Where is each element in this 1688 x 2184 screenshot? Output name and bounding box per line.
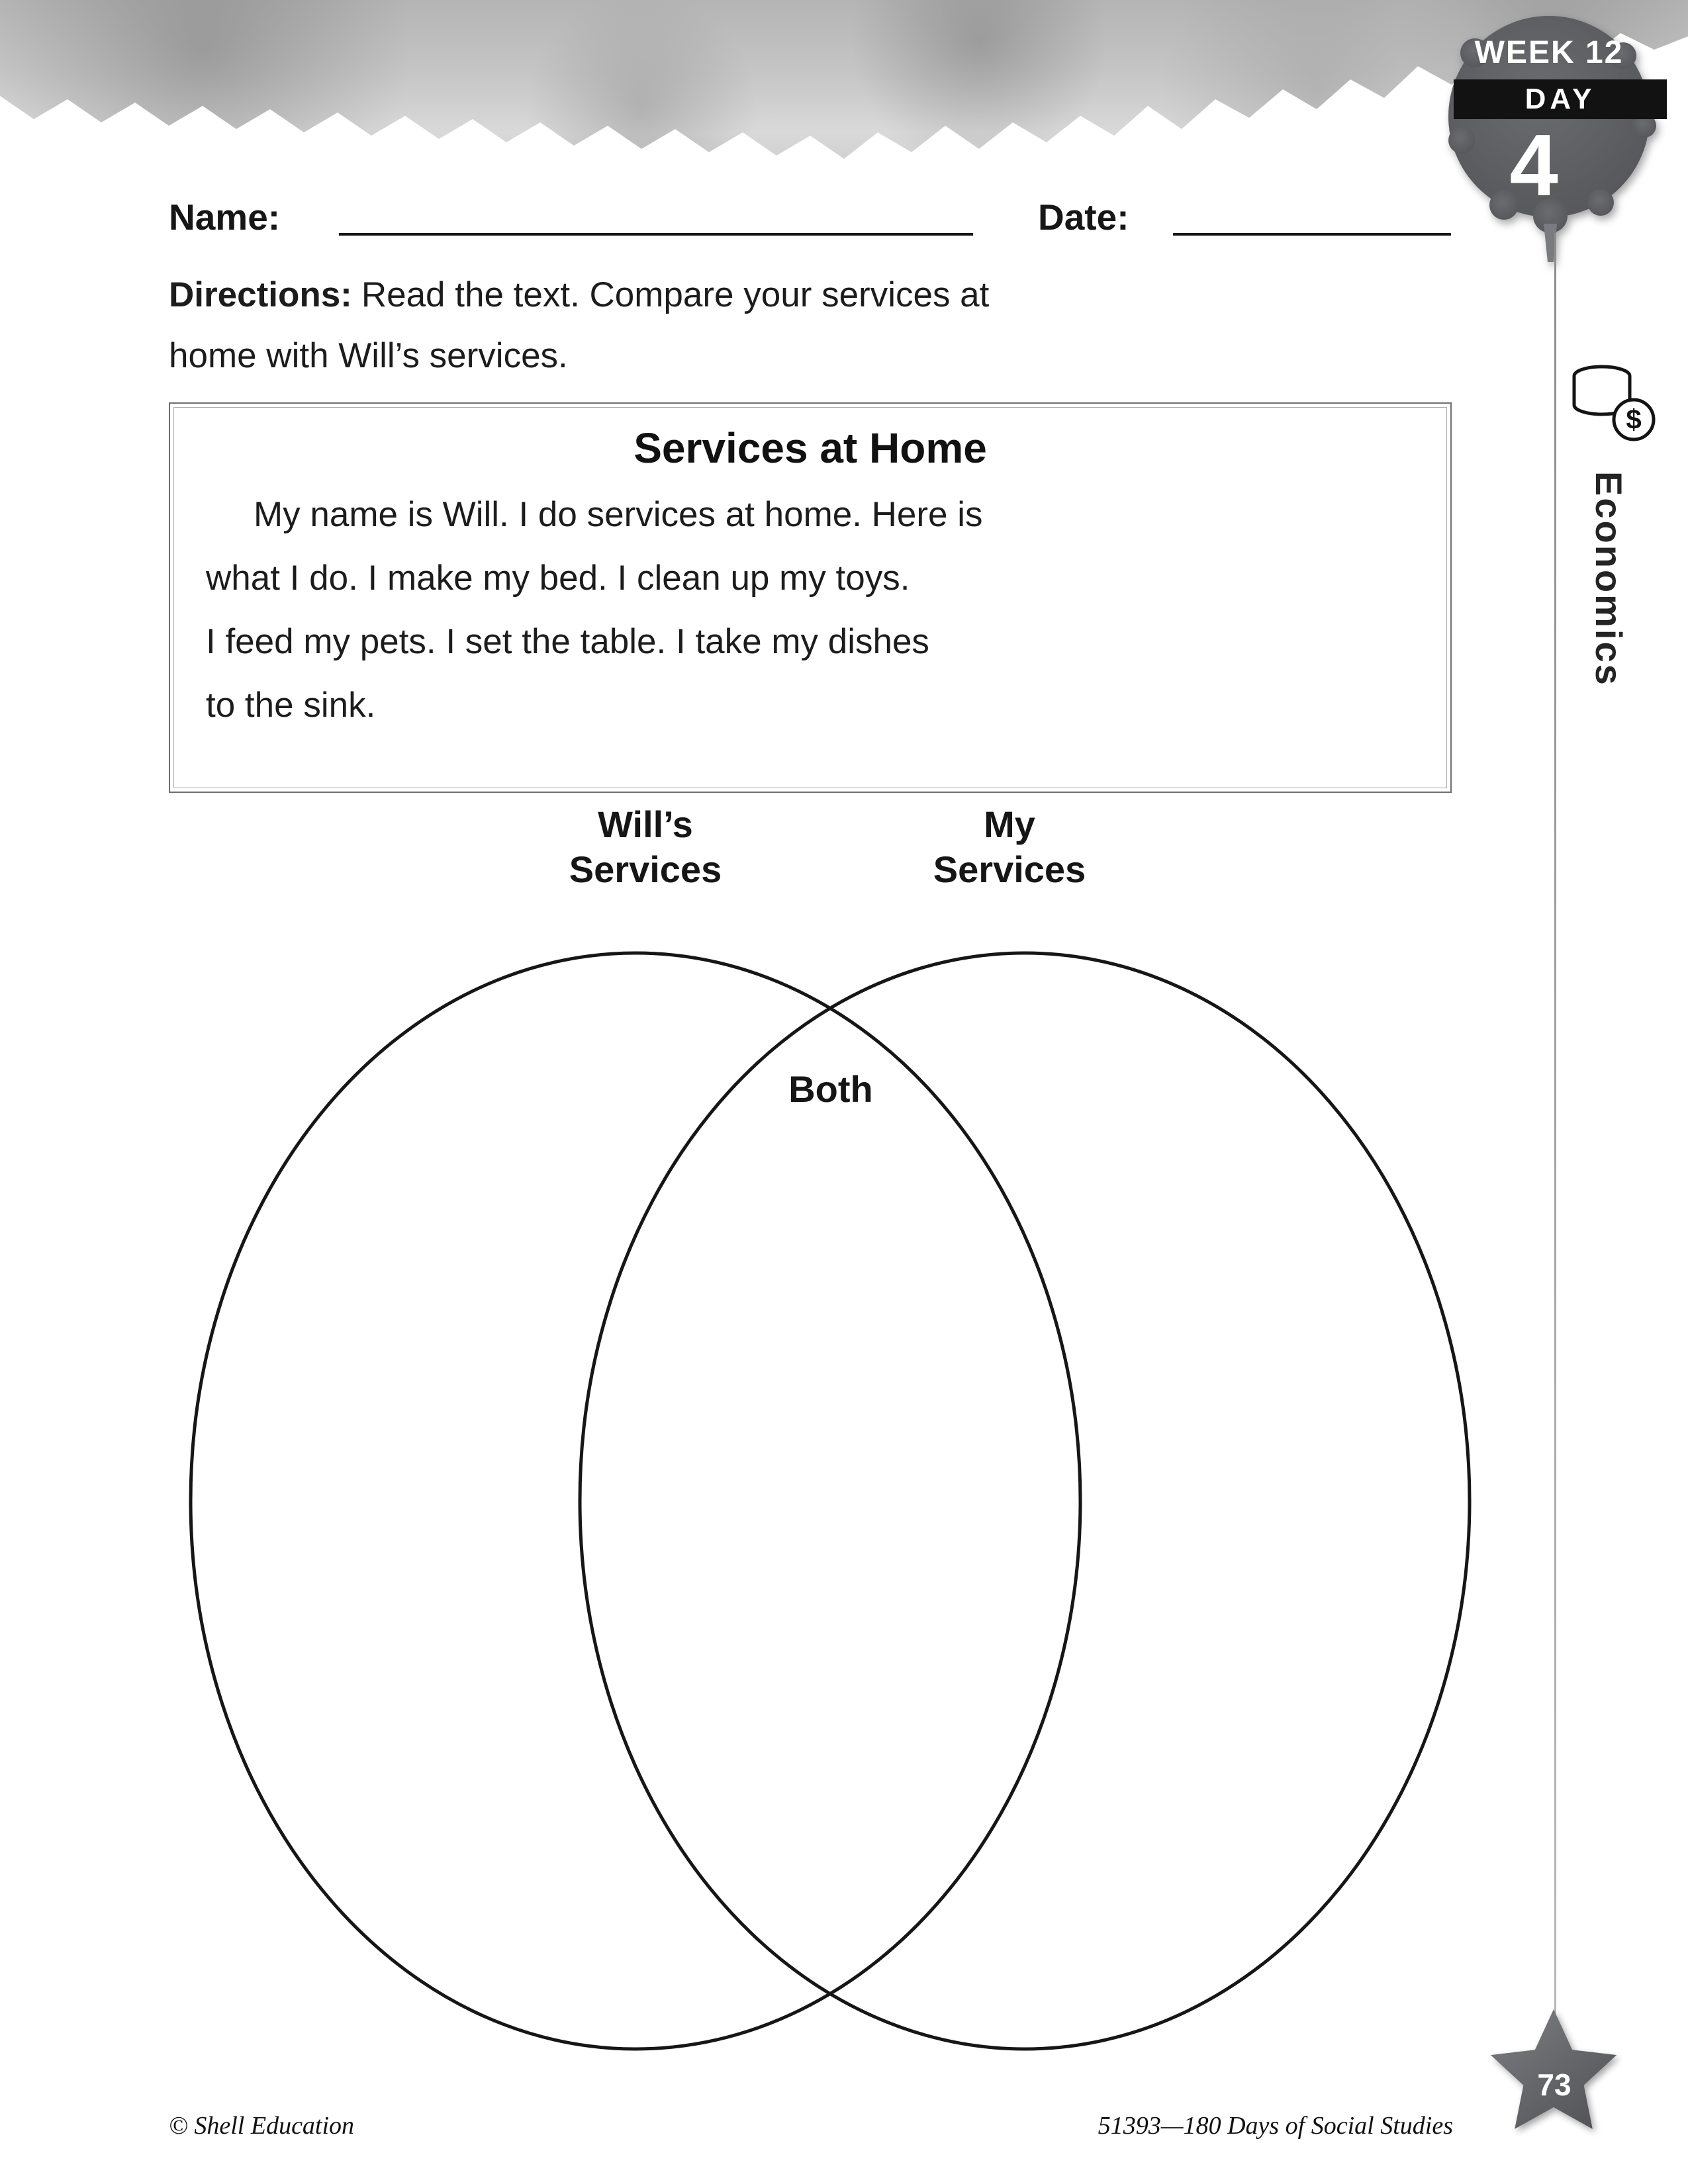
day-bar: DAY: [1454, 79, 1667, 119]
directions-label: Directions:: [169, 275, 352, 314]
dollar-sign: $: [1626, 404, 1641, 435]
venn-right-circle: [578, 951, 1472, 2051]
page-number: 73: [1537, 2068, 1571, 2102]
day-number: 4: [1509, 116, 1558, 214]
directions-line-1: Directions:Read the text. Compare your s…: [169, 265, 1453, 326]
date-blank-line: [1173, 196, 1451, 236]
directions: Directions:Read the text. Compare your s…: [169, 265, 1453, 387]
week-day-badge: WEEK 12 DAY 4: [1423, 5, 1675, 265]
venn-left-label-line2: Services: [569, 848, 722, 890]
footer-publisher: © Shell Education: [169, 2112, 355, 2140]
passage-line: My name is Will. I do services at home. …: [254, 495, 983, 534]
venn-right-label: My Services: [874, 802, 1145, 892]
venn-both-label: Both: [788, 1068, 873, 1110]
venn-diagram: [189, 951, 1472, 2051]
venn-right-label-line1: My: [984, 803, 1035, 845]
directions-text-2: home with Will’s services.: [169, 336, 568, 375]
footer-book-title: 51393—180 Days of Social Studies: [1098, 2112, 1453, 2140]
passage-title: Services at Home: [633, 424, 987, 472]
page-number-star: 73: [1484, 2003, 1624, 2144]
sidebar-vertical-line: [1554, 233, 1556, 2013]
passage-line: I feed my pets. I set the table. I take …: [206, 622, 929, 661]
venn-left-label: Will’s Services: [510, 802, 781, 892]
passage-line: to the sink.: [206, 686, 376, 725]
star-icon: 73: [1490, 2009, 1617, 2129]
venn-left-circle: [189, 951, 1082, 2051]
reading-passage-inner-border: Services at Home My name is Will. I do s…: [173, 407, 1447, 788]
passage-line: what I do. I make my bed. I clean up my …: [206, 559, 910, 598]
venn-right-label-line2: Services: [933, 848, 1086, 890]
coins-icon: $: [1570, 361, 1660, 454]
day-label: DAY: [1524, 83, 1596, 115]
name-blank-line: [339, 196, 973, 236]
week-label: WEEK 12: [1474, 35, 1624, 70]
subject-label-economics: Economics: [1588, 471, 1630, 687]
directions-text-1: Read the text. Compare your services at: [361, 275, 990, 314]
venn-left-label-line1: Will’s: [598, 803, 693, 845]
passage-body: My name is Will. I do services at home. …: [174, 483, 1446, 737]
date-label: Date:: [1038, 197, 1129, 238]
reading-passage-box: Services at Home My name is Will. I do s…: [169, 402, 1452, 793]
name-label: Name:: [169, 197, 281, 238]
